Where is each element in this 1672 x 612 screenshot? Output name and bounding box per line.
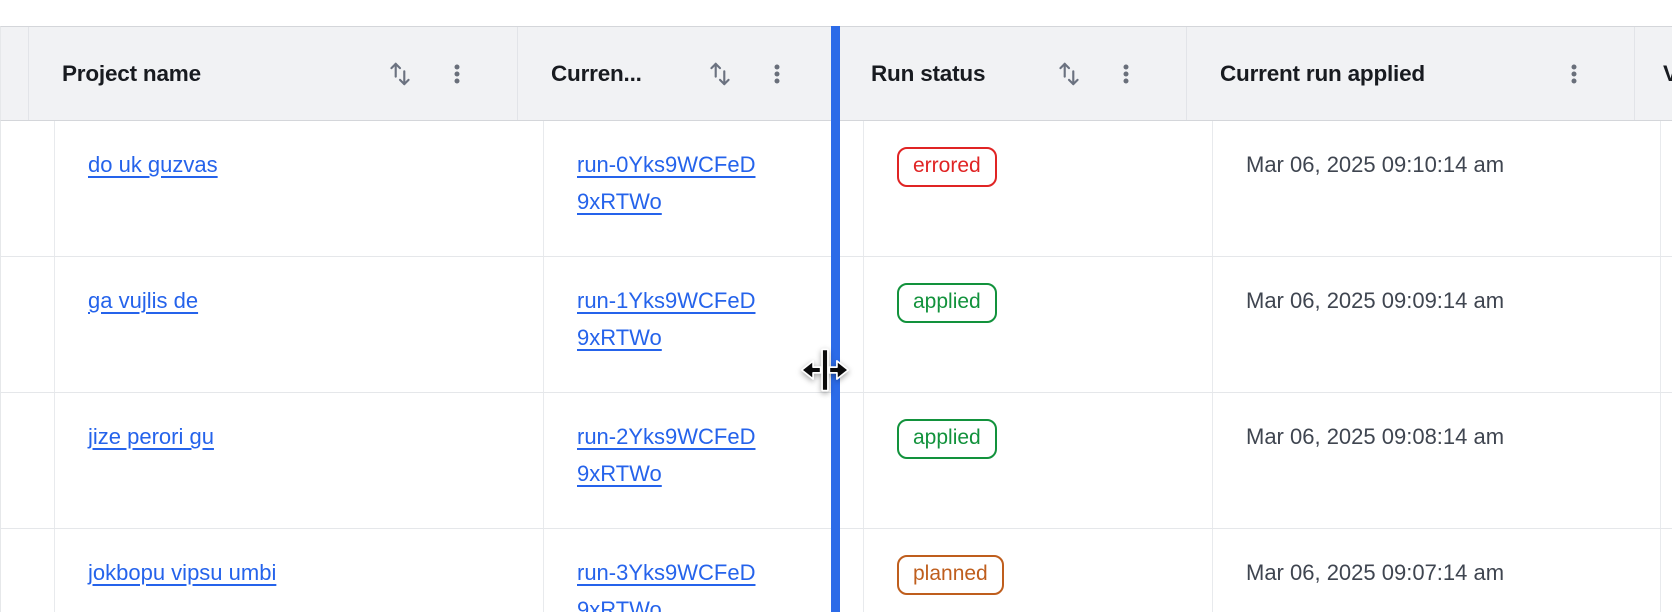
column-label: Project name bbox=[62, 60, 201, 86]
column-header-current-run[interactable]: Curren... bbox=[517, 27, 837, 120]
edge-cell bbox=[1, 121, 54, 256]
column-menu-icon[interactable] bbox=[1562, 59, 1586, 89]
column-header-truncated[interactable]: V bbox=[1634, 27, 1672, 120]
truncated-cell: e bbox=[1660, 257, 1672, 392]
run-status-cell: planned bbox=[863, 529, 1212, 612]
run-applied-cell: Mar 06, 2025 09:10:14 am bbox=[1212, 121, 1660, 256]
run-link[interactable]: run-0Yks9WCFeD9xRTWo bbox=[577, 152, 756, 214]
project-link[interactable]: do uk guzvas bbox=[88, 152, 218, 177]
run-link[interactable]: run-3Yks9WCFeD9xRTWo bbox=[577, 560, 756, 612]
truncated-cell: e bbox=[1660, 121, 1672, 256]
column-label: V bbox=[1663, 60, 1672, 86]
column-header-run-status[interactable]: Run status bbox=[837, 27, 1186, 120]
status-badge: planned bbox=[897, 555, 1004, 595]
current-run-cell: run-1Yks9WCFeD9xRTWo bbox=[543, 257, 863, 392]
project-name-cell: jokbopu vipsu umbi bbox=[54, 529, 543, 612]
current-run-cell: run-2Yks9WCFeD9xRTWo bbox=[543, 393, 863, 528]
sort-icon[interactable] bbox=[705, 59, 735, 89]
column-label: Curren... bbox=[551, 60, 642, 86]
edge-cell bbox=[1, 529, 54, 612]
project-link[interactable]: jokbopu vipsu umbi bbox=[88, 560, 277, 585]
run-status-cell: errored bbox=[863, 121, 1212, 256]
column-menu-icon[interactable] bbox=[1114, 59, 1138, 89]
current-run-cell: run-0Yks9WCFeD9xRTWo bbox=[543, 121, 863, 256]
run-applied-date: Mar 06, 2025 09:10:14 am bbox=[1246, 152, 1505, 177]
project-name-cell: ga vujlis de bbox=[54, 257, 543, 392]
run-applied-date: Mar 06, 2025 09:09:14 am bbox=[1246, 288, 1505, 313]
run-applied-cell: Mar 06, 2025 09:08:14 am bbox=[1212, 393, 1660, 528]
run-applied-cell: Mar 06, 2025 09:09:14 am bbox=[1212, 257, 1660, 392]
truncated-cell: e bbox=[1660, 393, 1672, 528]
run-applied-date: Mar 06, 2025 09:08:14 am bbox=[1246, 424, 1505, 449]
edge-cell bbox=[1, 257, 54, 392]
current-run-cell: run-3Yks9WCFeD9xRTWo bbox=[543, 529, 863, 612]
run-applied-cell: Mar 06, 2025 09:07:14 am bbox=[1212, 529, 1660, 612]
project-name-cell: do uk guzvas bbox=[54, 121, 543, 256]
run-status-cell: applied bbox=[863, 257, 1212, 392]
column-label: Current run applied bbox=[1220, 60, 1425, 86]
column-resize-line[interactable] bbox=[831, 26, 840, 612]
run-link[interactable]: run-2Yks9WCFeD9xRTWo bbox=[577, 424, 756, 486]
column-label: Run status bbox=[871, 60, 986, 86]
status-badge: errored bbox=[897, 147, 997, 187]
status-badge: applied bbox=[897, 283, 997, 323]
column-menu-icon[interactable] bbox=[765, 59, 789, 89]
status-badge: applied bbox=[897, 419, 997, 459]
run-status-cell: applied bbox=[863, 393, 1212, 528]
column-header-current-run-applied[interactable]: Current run applied bbox=[1186, 27, 1634, 120]
sort-icon[interactable] bbox=[1054, 59, 1084, 89]
sort-icon[interactable] bbox=[385, 59, 415, 89]
run-applied-date: Mar 06, 2025 09:07:14 am bbox=[1246, 560, 1505, 585]
truncated-cell: e bbox=[1660, 529, 1672, 612]
column-menu-icon[interactable] bbox=[445, 59, 469, 89]
project-name-cell: jize perori gu bbox=[54, 393, 543, 528]
project-link[interactable]: ga vujlis de bbox=[88, 288, 199, 313]
edge-column-header bbox=[1, 27, 28, 120]
project-link[interactable]: jize perori gu bbox=[88, 424, 214, 449]
edge-cell bbox=[1, 393, 54, 528]
column-header-project-name[interactable]: Project name bbox=[28, 27, 517, 120]
run-link[interactable]: run-1Yks9WCFeD9xRTWo bbox=[577, 288, 756, 350]
